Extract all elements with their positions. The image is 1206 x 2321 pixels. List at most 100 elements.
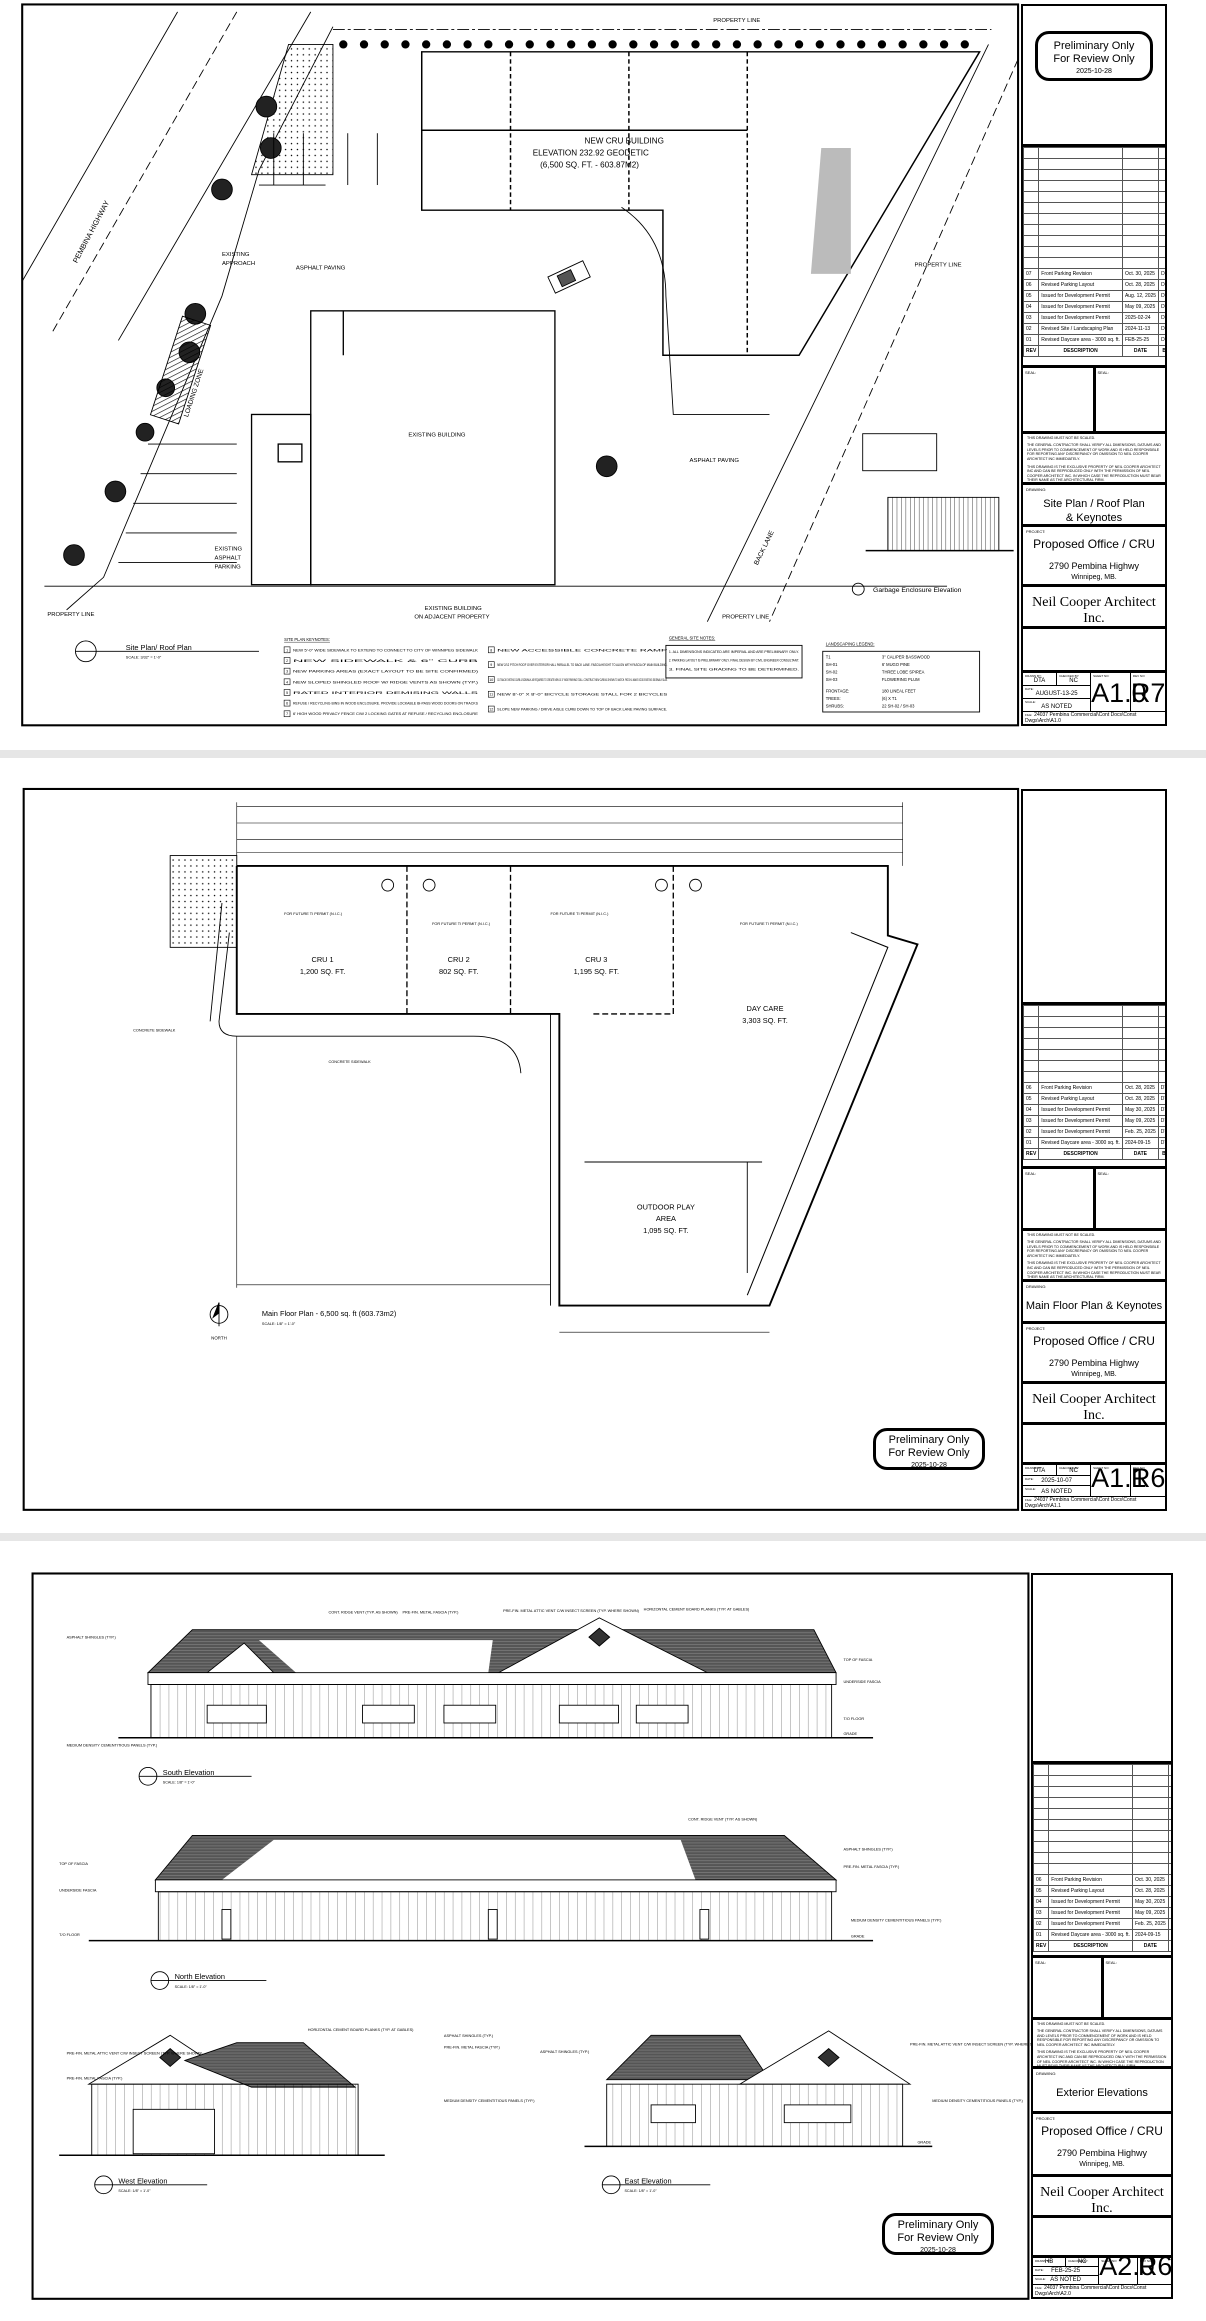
cell <box>1048 1785 1133 1798</box>
cell <box>1048 1774 1133 1787</box>
revision-description: Revised Daycare area - 3000 sq. ft. <box>1038 1136 1123 1149</box>
sheet-a2-0 <box>31 1572 1030 2300</box>
revision-row-empty <box>1023 1026 1165 1039</box>
demising-walls <box>406 865 674 1015</box>
drawn-by-value: DTA <box>1033 678 1046 685</box>
firm-name: Neil Cooper Architect Inc. <box>1040 2184 1164 2216</box>
grade-label: GRADE <box>843 1732 857 1736</box>
cell <box>1167 1840 1171 1853</box>
keynote-number-box <box>488 705 495 713</box>
revision-rev: 05 <box>1023 290 1040 303</box>
disclaimer-text: THIS DRAWING IS THE EXCLUSIVE PROPERTY O… <box>1027 464 1161 483</box>
keynote-text: NEW 5'-0" WIDE SIDEWALK TO EXTEND TO CON… <box>293 648 479 652</box>
revision-row-empty <box>1023 158 1165 171</box>
cell <box>1048 1862 1133 1875</box>
revision-description: Issued for Development Permit <box>1038 312 1123 325</box>
svg-text:PRE-FIN. METAL ATTIC VENT C/W: PRE-FIN. METAL ATTIC VENT C/W INSECT SCR… <box>910 2043 1047 2047</box>
cell <box>1033 1840 1050 1853</box>
revision-by: DTA <box>1158 301 1165 314</box>
floor-label: T/O FLOOR <box>843 1717 864 1721</box>
cell <box>1157 1015 1165 1028</box>
revision-date: Oct. 28, 2025 <box>1121 1081 1159 1094</box>
title-block-section: THIS DRAWING MUST NOT BE SCALED.THE GENE… <box>1023 1231 1165 1283</box>
stamp-line: Preliminary Only <box>1053 40 1135 52</box>
architect-firm: Neil Cooper Architect Inc.412-374 River … <box>1023 595 1165 626</box>
fascia-callout: PRE-FIN. METAL FASCIA (TYP.) <box>402 1610 459 1614</box>
cell <box>1158 191 1165 204</box>
drawing-title-line: Main Floor Plan & Keynotes <box>1025 1300 1163 1313</box>
revision-header-description: DESCRIPTION <box>1038 345 1123 358</box>
cell <box>1157 1037 1165 1050</box>
revision-description: Front Parking Revision <box>1038 1081 1123 1094</box>
file-label: FILE: <box>1025 1497 1033 1502</box>
revision-rev: 05 <box>1033 1884 1050 1897</box>
drawing-scale-label: SCALE: <box>1025 1487 1036 1492</box>
title-block-section: DRAWING:Site Plan / Roof Plan& Keynotes <box>1023 485 1165 528</box>
title-block-section: Neil Cooper Architect Inc.412-374 River … <box>1033 2177 1171 2219</box>
issue-date-value: AUGUST-13-25 <box>1035 691 1078 698</box>
site-plan-title: Site Plan/ Roof Plan <box>126 643 192 652</box>
keynote-number-box <box>283 678 291 686</box>
revision-header: REVDESCRIPTIONDATEBY <box>1033 1939 1171 1952</box>
cell <box>1158 257 1165 270</box>
north-label: NORTH <box>211 1336 227 1341</box>
property-line-label: PROPERTY LINE <box>713 18 760 24</box>
checked-by-label: CHECKED BY: <box>1068 2259 1089 2264</box>
cru-1-area: 1,200 SQ. FT. <box>300 967 345 976</box>
project-label: PROJECT: <box>1026 529 1046 535</box>
checked-by: CHECKED BY:NC <box>1057 673 1092 687</box>
highway-label: PEMBINA HIGHWAY <box>71 199 111 264</box>
disclaimer-text: THIS DRAWING MUST NOT BE SCALED. <box>1027 435 1096 440</box>
cell <box>1048 1840 1133 1853</box>
revision-date: Feb. 25, 2025 <box>1131 1917 1169 1930</box>
cru-1-name: CRU 1 <box>312 955 334 964</box>
existing-building <box>250 310 556 586</box>
seal-box: SEAL: <box>1033 1957 1104 2017</box>
revision-date: FEB-25-25 <box>1121 334 1160 347</box>
revision-row-empty <box>1023 1004 1165 1017</box>
sheet-frame <box>31 1572 1030 2300</box>
sheet-separator <box>0 750 1206 758</box>
revision-by: DTA <box>1167 1917 1171 1930</box>
cell <box>1158 213 1165 226</box>
project-label: PROJECT: <box>1036 2116 1056 2121</box>
garbage-enclosure-elevation <box>851 433 1014 596</box>
sidewalk-and-ramp <box>209 902 522 1074</box>
cell <box>1158 202 1165 215</box>
title-block-section: SEAL:SEAL: <box>1023 367 1165 434</box>
keynotes-frame <box>665 644 981 713</box>
seal-boxes: SEAL:SEAL: <box>1023 367 1165 431</box>
cell <box>1121 1059 1159 1072</box>
revision-number: REV NO:R6 <box>1130 1465 1165 1497</box>
cell <box>1167 1829 1171 1842</box>
asphalt-paving-label: ASPHALT PAVING <box>296 265 346 271</box>
seal-boxes: SEAL:SEAL: <box>1033 1957 1171 2017</box>
issue-date-label: DATE: <box>1025 1476 1034 1481</box>
drawn-by: DRAWN BY:DTA <box>1023 673 1058 687</box>
general-note: 1. ALL DIMENSIONS INDICATED ARE IMPERIAL… <box>669 650 800 654</box>
cell <box>1131 1818 1169 1831</box>
site-plan-scale: SCALE: 3/32" = 1'-0" <box>126 656 162 660</box>
keynote-number-box <box>488 690 495 698</box>
drawing-title: Main Floor Plan & Keynotes <box>1023 1282 1165 1313</box>
sheet-frame <box>21 3 1020 727</box>
revision-header-description: DESCRIPTION <box>1038 1147 1123 1160</box>
issue-date: DATE:AUGUST-13-25 <box>1023 686 1092 700</box>
cell <box>1033 1796 1050 1809</box>
garbage-enclosure-title: Garbage Enclosure Elevation <box>873 587 962 594</box>
panels-callout: MEDIUM DENSITY CEMENTITIOUS PANELS (TYP.… <box>67 1744 158 1748</box>
revision-by: DTA <box>1167 1873 1171 1886</box>
revision-row-empty <box>1023 1015 1165 1028</box>
issue-date: DATE:2025-10-07 <box>1023 1475 1092 1487</box>
cell <box>1048 1851 1133 1864</box>
title-block-section: DRAWING:Exterior Elevations <box>1033 2069 1171 2114</box>
cell <box>1023 1004 1040 1017</box>
cell <box>1121 1004 1159 1017</box>
